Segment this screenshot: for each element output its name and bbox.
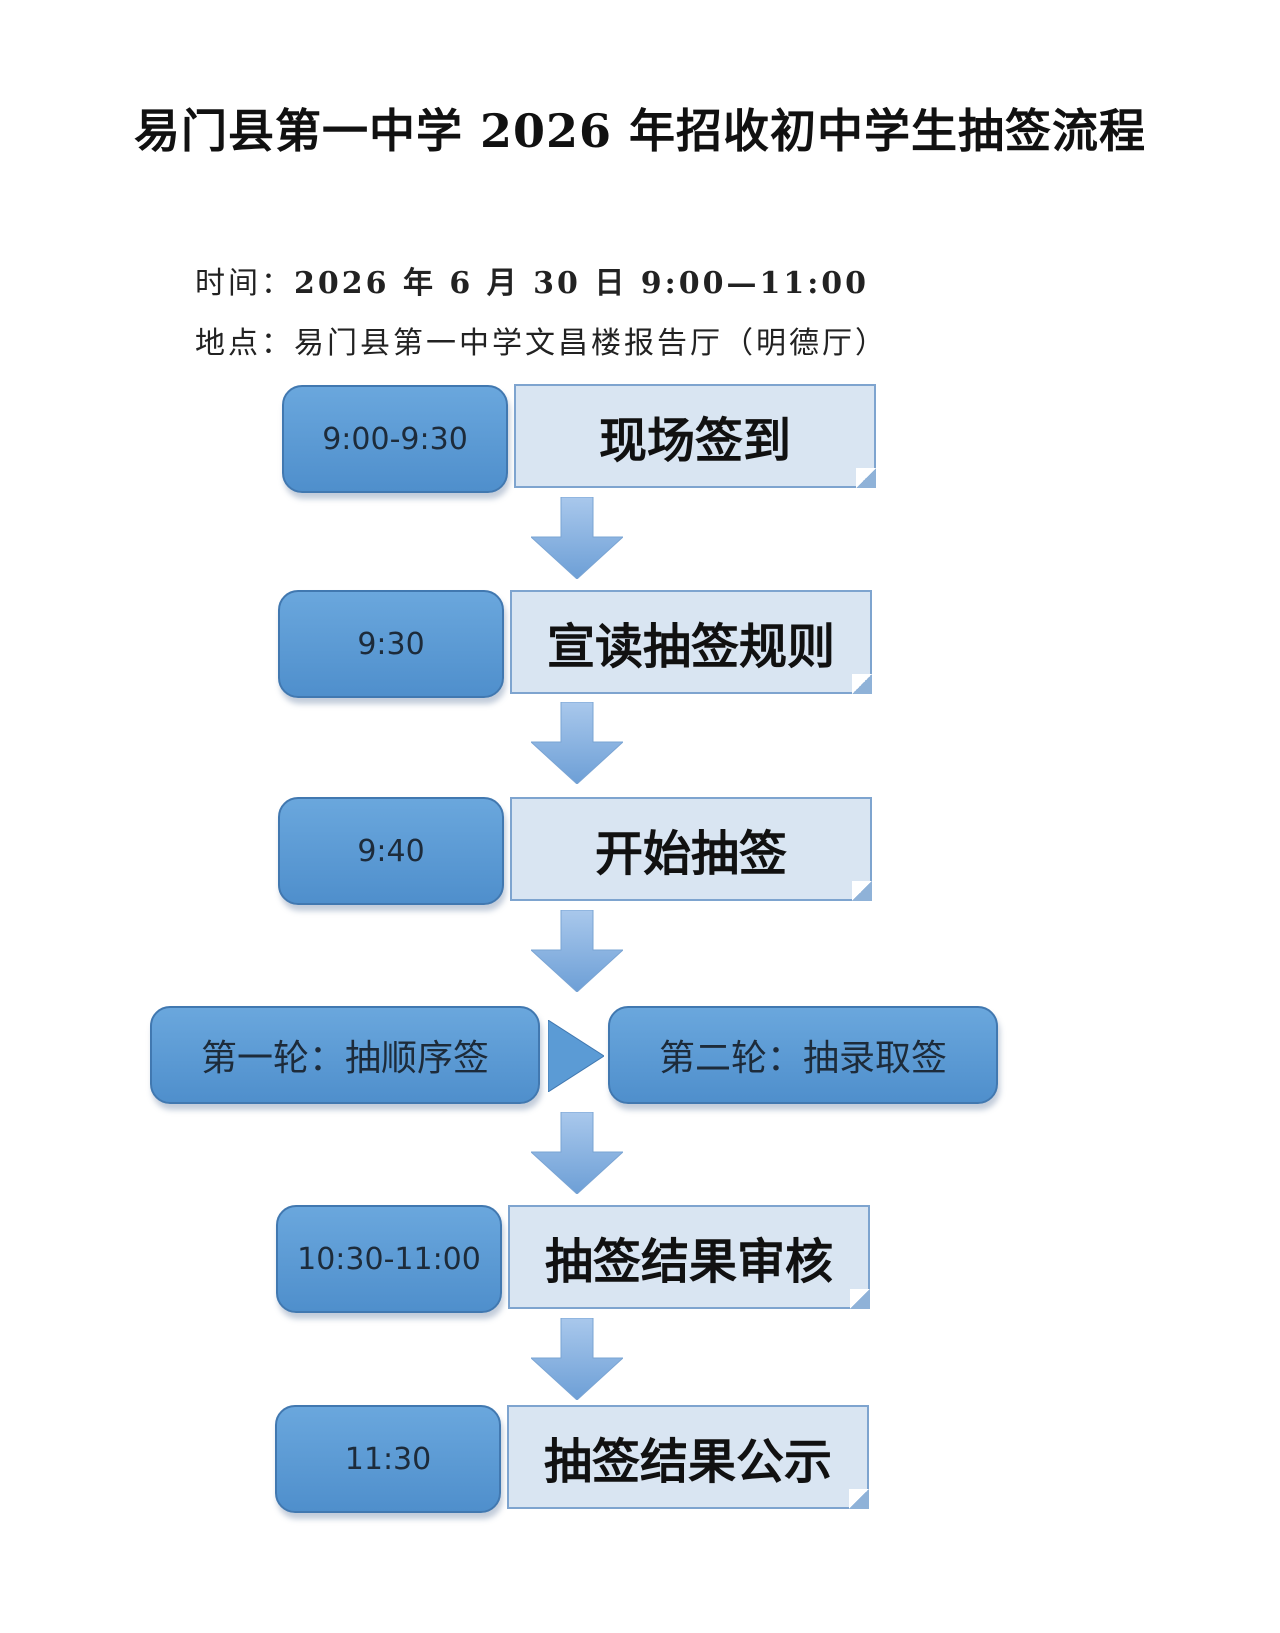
time-label: 时间： — [195, 266, 294, 301]
step-2-time: 9:30 — [278, 590, 504, 698]
step-1-time: 9:00-9:30 — [282, 385, 508, 493]
step-5-box: 抽签结果公示 — [507, 1405, 869, 1509]
step-1-label: 现场签到 — [598, 413, 791, 469]
place-label: 地点： — [195, 326, 294, 361]
time-info: 时间：2026 年 6 月 30 日 9:00—11:00 — [195, 258, 869, 302]
down-arrow-icon — [531, 1112, 623, 1194]
page-title: 易门县第一中学 2026 年招收初中学生抽签流程 — [133, 104, 1147, 158]
step-4-box: 抽签结果审核 — [508, 1205, 870, 1309]
place-value: 易门县第一中学文昌楼报告厅（明德厅） — [294, 326, 888, 361]
right-arrow-icon — [548, 1020, 604, 1092]
down-arrow-icon — [531, 702, 623, 784]
page-fold-icon — [850, 1289, 870, 1309]
down-arrow-icon — [531, 910, 623, 992]
time-value: 2026 年 6 月 30 日 9:00—11:00 — [294, 266, 870, 301]
step-1-box: 现场签到 — [514, 384, 876, 488]
page-fold-icon — [852, 674, 872, 694]
step-2-label: 宣读抽签规则 — [546, 619, 835, 675]
step-3-time: 9:40 — [278, 797, 504, 905]
step-4-label: 抽签结果审核 — [544, 1234, 833, 1290]
page-fold-icon — [852, 881, 872, 901]
step-3-box: 开始抽签 — [510, 797, 872, 901]
down-arrow-icon — [531, 1318, 623, 1400]
step-2-box: 宣读抽签规则 — [510, 590, 872, 694]
page-fold-icon — [849, 1489, 869, 1509]
step-3-label: 开始抽签 — [594, 826, 787, 882]
step-4-time: 10:30-11:00 — [276, 1205, 502, 1313]
step-5-time: 11:30 — [275, 1405, 501, 1513]
round-1-box: 第一轮：抽顺序签 — [150, 1006, 540, 1104]
page-fold-icon — [856, 468, 876, 488]
down-arrow-icon — [531, 497, 623, 579]
round-2-box: 第二轮：抽录取签 — [608, 1006, 998, 1104]
place-info: 地点：易门县第一中学文昌楼报告厅（明德厅） — [195, 318, 888, 362]
step-5-label: 抽签结果公示 — [543, 1434, 832, 1490]
